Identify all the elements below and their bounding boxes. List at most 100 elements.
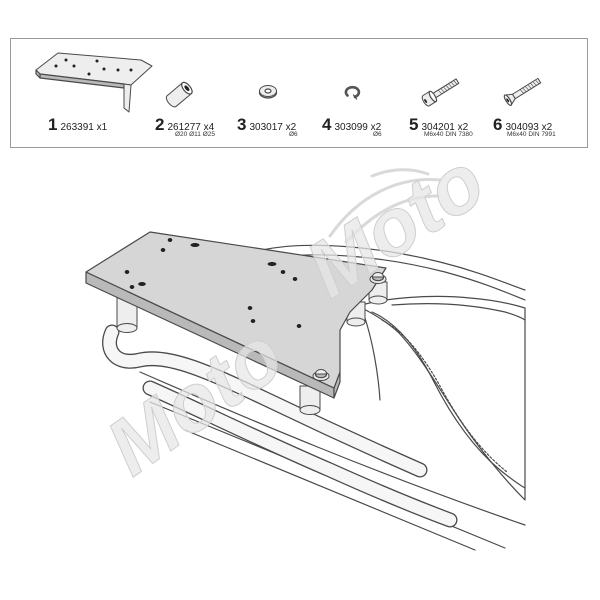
plate-icon-hole [54, 64, 58, 68]
spacer-bottom [116, 323, 138, 333]
spacer-bottom [346, 317, 366, 327]
bolt6-icon-thread [519, 89, 524, 94]
bolt5-icon-thread [448, 83, 453, 88]
plate-slot [267, 262, 277, 266]
bolt6-icon-thread [524, 86, 530, 91]
mounting-bolt-rear [369, 272, 387, 284]
part-code: 303099 x2 [334, 122, 382, 133]
part-2-label: 2 261277 x4 [155, 115, 214, 135]
spring-washer-icon-split [352, 94, 358, 100]
seat-fold-line [364, 317, 381, 401]
plate-hole [247, 306, 253, 310]
spacer-icon-bore [184, 85, 190, 92]
parts-list-box: 1 263391 x1 2 261277 x4 Ø20 Ø11 Ø25 3 30… [10, 38, 588, 148]
part-4-label: 4 303099 x2 [322, 115, 381, 135]
part-number: 1 [48, 115, 58, 134]
mounting-plate-icon [35, 52, 153, 113]
part-code: 304201 x2 [421, 122, 469, 133]
part-2-spec: Ø20 Ø11 Ø25 [175, 131, 215, 138]
watermark-text: Moto [291, 150, 500, 314]
tail-top-line [261, 244, 526, 291]
plate-icon-hole [129, 68, 133, 72]
button-head-bolt-icon [421, 78, 460, 107]
part-3-spec: Ø6 [289, 131, 298, 138]
part-number: 5 [409, 115, 419, 134]
plate-icon-hole [102, 67, 106, 71]
seat-stitching [381, 319, 508, 473]
bolt-head-dome [372, 272, 384, 278]
frame-rail-line [184, 429, 476, 551]
part-code: 304093 x2 [505, 122, 553, 133]
bolt5-icon-thread [445, 85, 450, 90]
plate-hole [296, 324, 302, 328]
bolt5-icon-thread [443, 86, 448, 91]
bolt5-icon-thread [450, 81, 455, 87]
part-code: 303017 x2 [249, 122, 297, 133]
swoosh-logo-icon [344, 194, 440, 244]
bolt5-icon-thread [438, 89, 443, 95]
part-code: 263391 x1 [60, 122, 108, 133]
plate-icon-hole [72, 64, 76, 68]
bolt5-icon-thread [453, 80, 458, 85]
part-number: 3 [237, 115, 247, 134]
plate-slot [138, 282, 146, 286]
plate-icon-hole [64, 58, 68, 62]
spring-washer-icon [344, 85, 361, 100]
bolt5-icon-socket [424, 99, 428, 103]
flat-washer-icon [258, 85, 278, 99]
spacer-bottom [299, 405, 321, 415]
mounting-bolt-front [312, 369, 330, 381]
spring-washer-icon-ring [344, 85, 361, 99]
plate-slot [190, 243, 200, 247]
spacer-front-left [116, 297, 138, 333]
washer-icon-hole [264, 88, 272, 94]
plate-hole [250, 319, 256, 323]
bolt6-icon-socket [506, 98, 510, 103]
plate-icon-hole [95, 59, 99, 63]
plate-hole [129, 285, 135, 289]
part-3-label: 3 303017 x2 [237, 115, 296, 135]
part-4-spec: Ø6 [373, 131, 382, 138]
part-6-label: 6 304093 x2 [493, 115, 552, 135]
bolt6-icon-thread [522, 87, 527, 92]
plate-icon-hole [87, 72, 91, 76]
lower-rail-tube-highlight [143, 381, 457, 527]
bolt6-icon-thread [530, 82, 535, 88]
bolt5-icon-head-face [428, 90, 438, 103]
rack-plate-top [85, 231, 387, 389]
plate-hole [124, 270, 130, 274]
bolt6-icon-thread [532, 81, 537, 86]
part-6-spec: M6x40 DIN 7991 [507, 131, 556, 138]
grab-rail-tube-highlight [103, 325, 427, 477]
plate-hole [160, 248, 166, 252]
bolt6-icon-thread [535, 79, 540, 85]
swoosh-logo-icon [370, 168, 430, 178]
part-5-spec: M6x40 DIN 7380 [424, 131, 473, 138]
seat-panel-line [391, 303, 526, 321]
part-number: 4 [322, 115, 332, 134]
part-code: 261277 x4 [167, 122, 215, 133]
installation-illustration: Moto Moto [85, 150, 526, 551]
plate-hole [167, 238, 173, 242]
tail-top-line [267, 254, 526, 301]
swoosh-logo-icon [328, 177, 442, 238]
plate-icon-left-edge [35, 69, 41, 79]
plate-icon-hole [116, 68, 120, 72]
parts-icons [35, 52, 542, 113]
frame-rail-line [139, 371, 526, 526]
part-number: 2 [155, 115, 165, 134]
rack-plate [85, 231, 387, 399]
bolt5-icon-thread [440, 88, 445, 93]
bolt6-icon-thread [527, 84, 532, 89]
plate-hole [292, 277, 298, 281]
part-5-label: 5 304201 x2 [409, 115, 468, 135]
plate-icon-flange [123, 83, 132, 113]
bolt-head-dome [315, 369, 327, 375]
plate-hole [280, 270, 286, 274]
spacer-front-right [299, 385, 321, 415]
part-number: 6 [493, 115, 503, 134]
part-1-label: 1 263391 x1 [48, 115, 107, 135]
spacer-icon [165, 81, 193, 108]
spacer-bottom [368, 295, 388, 305]
